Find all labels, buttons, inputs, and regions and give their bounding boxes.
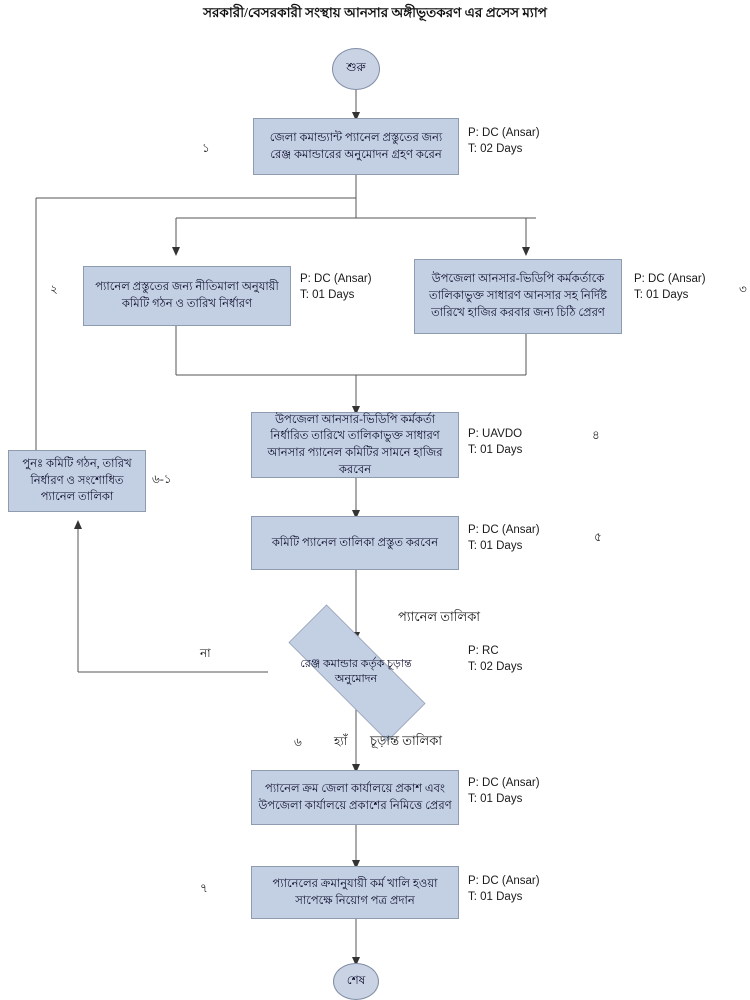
process-node-7[interactable]: প্যানেল ক্রম জেলা কার্যালয়ে প্রকাশ এবং … — [251, 770, 459, 825]
start-label: শুরু — [346, 60, 366, 74]
step-number-5: ৫ — [594, 530, 602, 544]
process-node-2[interactable]: প্যানেল প্রস্তুতের জন্য নীতিমালা অনুযায়… — [83, 266, 291, 326]
process-node-1-label: জেলা কমান্ড্যান্ট প্যানেল প্রস্তুতের জন্… — [269, 131, 443, 161]
step-number-4: ৪ — [592, 428, 600, 442]
decision-yes-label: হ্যাঁ — [334, 734, 348, 748]
process-node-8-annotation: P: DC (Ansar) T: 01 Days — [468, 875, 540, 903]
process-node-4[interactable]: উপজেলা আনসার-ভিডিপি কর্মকর্তা নির্ধারিত … — [251, 412, 459, 478]
step-number-6-1: ৬-১ — [152, 472, 172, 486]
decision-no-label: না — [200, 646, 211, 660]
process-node-8[interactable]: প্যানেলের ক্রমানুযায়ী কর্ম খালি হওয়া স… — [251, 866, 459, 919]
decision-node[interactable]: রেঞ্জ কমান্ডার কর্তৃক চূড়ান্ত অনুমোদন — [258, 604, 454, 742]
process-node-4-annotation: P: UAVDO T: 01 Days — [468, 428, 523, 456]
process-node-1-annotation: P: DC (Ansar) T: 02 Days — [468, 127, 540, 155]
process-node-5-annotation: P: DC (Ansar) T: 01 Days — [468, 524, 540, 552]
page-title: সরকারী/বেসরকারী সংস্থায় আনসার অঙ্গীভূতক… — [203, 5, 547, 20]
process-node-4-label: উপজেলা আনসার-ভিডিপি কর্মকর্তা নির্ধারিত … — [267, 413, 443, 476]
decision-label: রেঞ্জ কমান্ডার কর্তৃক চূড়ান্ত অনুমোদন — [300, 657, 412, 685]
process-node-6-label: পুনঃ কমিটি গঠন, তারিখ নির্ধারণ ও সংশোধিত… — [22, 457, 132, 504]
step-number-7: ৭ — [200, 881, 208, 895]
decision-annotation: P: RC T: 02 Days — [468, 645, 523, 673]
process-node-5[interactable]: কমিটি প্যানেল তালিকা প্রস্তুত করবেন — [251, 516, 459, 570]
process-node-3-annotation: P: DC (Ansar) T: 01 Days — [634, 273, 706, 301]
decision-output-flow-label: চূড়ান্ত তালিকা — [370, 733, 443, 748]
process-node-3[interactable]: উপজেলা আনসার-ভিডিপি কর্মকর্তাকে তালিকাভু… — [414, 259, 622, 334]
process-node-2-annotation: P: DC (Ansar) T: 01 Days — [300, 273, 372, 301]
step-number-3: ৩ — [739, 282, 747, 296]
process-node-6-rework[interactable]: পুনঃ কমিটি গঠন, তারিখ নির্ধারণ ও সংশোধিত… — [8, 450, 146, 512]
step-number-2: ২ — [50, 282, 58, 296]
end-label: শেষ — [346, 972, 366, 987]
process-node-3-label: উপজেলা আনসার-ভিডিপি কর্মকর্তাকে তালিকাভু… — [429, 273, 607, 319]
step-number-6: ৬ — [294, 735, 302, 749]
step-number-1: ১ — [202, 141, 210, 155]
start-terminator: শুরু — [332, 48, 380, 90]
process-node-7-label: প্যানেল ক্রম জেলা কার্যালয়ে প্রকাশ এবং … — [258, 782, 452, 812]
process-node-5-label: কমিটি প্যানেল তালিকা প্রস্তুত করবেন — [271, 536, 439, 549]
process-node-1[interactable]: জেলা কমান্ড্যান্ট প্যানেল প্রস্তুতের জন্… — [253, 118, 459, 175]
process-node-2-label: প্যানেল প্রস্তুতের জন্য নীতিমালা অনুযায়… — [95, 281, 279, 310]
process-node-8-label: প্যানেলের ক্রমানুযায়ী কর্ম খালি হওয়া স… — [272, 877, 438, 907]
decision-input-flow-label: প্যানেল তালিকা — [398, 609, 481, 624]
process-node-7-annotation: P: DC (Ansar) T: 01 Days — [468, 777, 540, 805]
end-terminator: শেষ — [333, 963, 379, 1000]
